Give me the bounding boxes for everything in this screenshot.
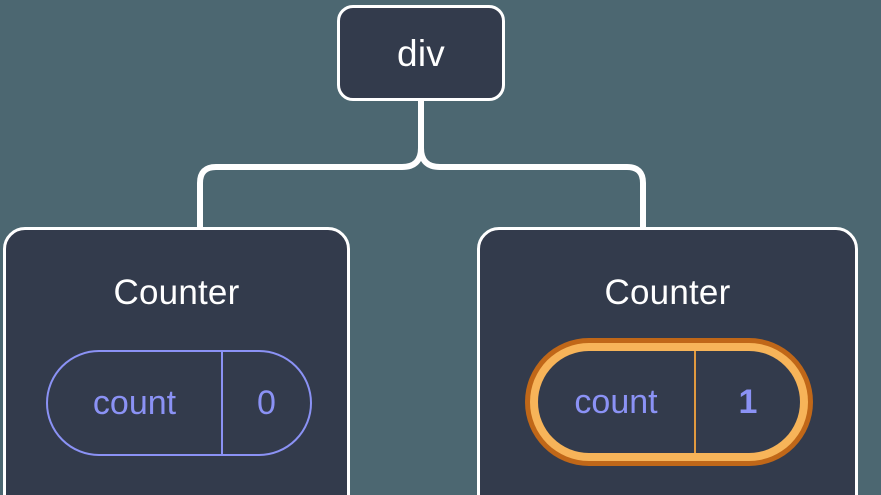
node-div[interactable]: div bbox=[337, 5, 505, 101]
state-value-left: 0 bbox=[257, 384, 276, 422]
state-key-right: count bbox=[538, 351, 696, 453]
state-pill-core: count 1 bbox=[538, 351, 800, 453]
connector-left-branch bbox=[197, 98, 424, 231]
state-key-left: count bbox=[48, 352, 223, 454]
state-pill-count-right-highlighted[interactable]: count 1 bbox=[525, 338, 813, 466]
node-counter-left-label: Counter bbox=[113, 273, 240, 312]
node-div-label: div bbox=[397, 32, 445, 74]
state-value-right: 1 bbox=[738, 383, 758, 421]
node-counter-right[interactable]: Counter count 1 bbox=[477, 227, 858, 495]
node-counter-left[interactable]: Counter count 0 bbox=[3, 227, 350, 495]
connector-right-branch bbox=[418, 98, 646, 231]
node-counter-right-label: Counter bbox=[604, 273, 731, 312]
state-pill-count-left[interactable]: count 0 bbox=[46, 350, 312, 456]
